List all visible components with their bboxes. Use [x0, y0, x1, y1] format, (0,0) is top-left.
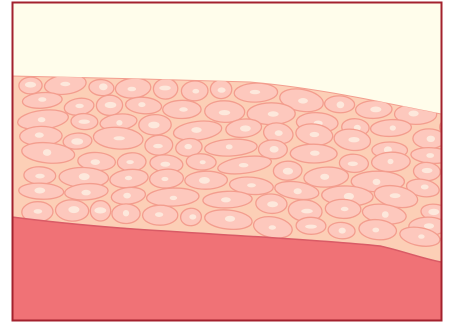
- cell-nucleus: [105, 102, 117, 108]
- cell-nucleus: [25, 82, 36, 88]
- cell-nucleus: [184, 144, 192, 149]
- cell-nucleus: [138, 102, 145, 107]
- cell-nucleus: [320, 174, 329, 180]
- cell-nucleus: [239, 163, 249, 167]
- cell-nucleus: [275, 130, 283, 136]
- cell-nucleus: [79, 173, 90, 180]
- cell-nucleus: [225, 216, 235, 222]
- cell-nucleus: [298, 98, 308, 104]
- cell-nucleus: [170, 196, 177, 200]
- cell-nucleus: [418, 234, 424, 238]
- cell-nucleus: [114, 136, 125, 140]
- cell-nucleus: [267, 201, 278, 207]
- cell-nucleus: [38, 97, 46, 102]
- cell-nucleus: [35, 132, 44, 137]
- cell-nucleus: [370, 107, 381, 113]
- cell-nucleus: [382, 211, 389, 218]
- cell-nucleus: [38, 117, 46, 122]
- cell-nucleus: [94, 207, 106, 213]
- cell-nucleus: [219, 110, 230, 115]
- cell-nucleus: [373, 179, 381, 185]
- cell-nucleus: [310, 151, 320, 156]
- cell-nucleus: [283, 168, 293, 175]
- cell-nucleus: [81, 190, 90, 196]
- cell-nucleus: [128, 87, 137, 92]
- cell-nucleus: [200, 160, 206, 164]
- cell-nucleus: [125, 176, 132, 180]
- cell-nucleus: [91, 159, 100, 165]
- cell-nucleus: [339, 228, 346, 234]
- cell-nucleus: [294, 188, 302, 194]
- cell-nucleus: [99, 83, 108, 90]
- cell-nucleus: [428, 209, 439, 215]
- cell-nucleus: [68, 206, 79, 213]
- cell-nucleus: [34, 188, 45, 194]
- cell-nucleus: [189, 214, 196, 219]
- cell-nucleus: [305, 225, 317, 229]
- cell-nucleus: [390, 125, 396, 130]
- cell-nucleus: [424, 223, 434, 229]
- cell-nucleus: [348, 137, 359, 142]
- cell-nucleus: [221, 197, 231, 202]
- cell-nucleus: [250, 90, 260, 94]
- cell-nucleus: [159, 86, 171, 91]
- cell-nucleus: [448, 124, 452, 130]
- cell-nucleus: [123, 210, 129, 216]
- cell-nucleus: [390, 193, 401, 198]
- cell-nucleus: [372, 228, 379, 233]
- cell-nucleus: [153, 144, 163, 148]
- cell-nucleus: [161, 177, 168, 181]
- cell-nucleus: [35, 174, 44, 179]
- cell-nucleus: [79, 120, 90, 124]
- cell-nucleus: [192, 89, 199, 94]
- cell-nucleus: [43, 149, 51, 156]
- cell-nucleus: [421, 185, 429, 190]
- cell-nucleus: [123, 193, 131, 199]
- cell-nucleus: [301, 209, 313, 214]
- cell-nucleus: [148, 122, 159, 129]
- cell-nucleus: [240, 125, 251, 131]
- cell-nucleus: [179, 107, 188, 111]
- cell-nucleus: [34, 209, 43, 214]
- cell-nucleus: [199, 177, 210, 184]
- cell-nucleus: [126, 160, 133, 164]
- cell-nucleus: [344, 193, 354, 200]
- cell-nucleus: [427, 136, 435, 142]
- cell-nucleus: [269, 225, 276, 229]
- cell-nucleus: [155, 212, 163, 217]
- cell-nucleus: [116, 120, 122, 126]
- cell-nucleus: [60, 82, 70, 86]
- cell-nucleus: [348, 162, 358, 167]
- cell-nucleus: [310, 132, 320, 137]
- cell-nucleus: [426, 153, 434, 158]
- cell-nucleus: [226, 144, 233, 149]
- cell-nucleus: [337, 101, 345, 108]
- cell-nucleus: [341, 207, 349, 211]
- cell-nucleus: [160, 162, 170, 167]
- cell-nucleus: [268, 111, 279, 116]
- cell-nucleus: [409, 111, 419, 117]
- cell-nucleus: [247, 183, 256, 187]
- cell-nucleus: [218, 87, 226, 92]
- cell-nucleus: [270, 146, 279, 153]
- cell-nucleus: [71, 138, 83, 145]
- cell-nucleus: [75, 104, 83, 108]
- cell-nucleus: [422, 168, 433, 173]
- cell-nucleus: [191, 127, 201, 133]
- cell-nucleus: [388, 159, 394, 164]
